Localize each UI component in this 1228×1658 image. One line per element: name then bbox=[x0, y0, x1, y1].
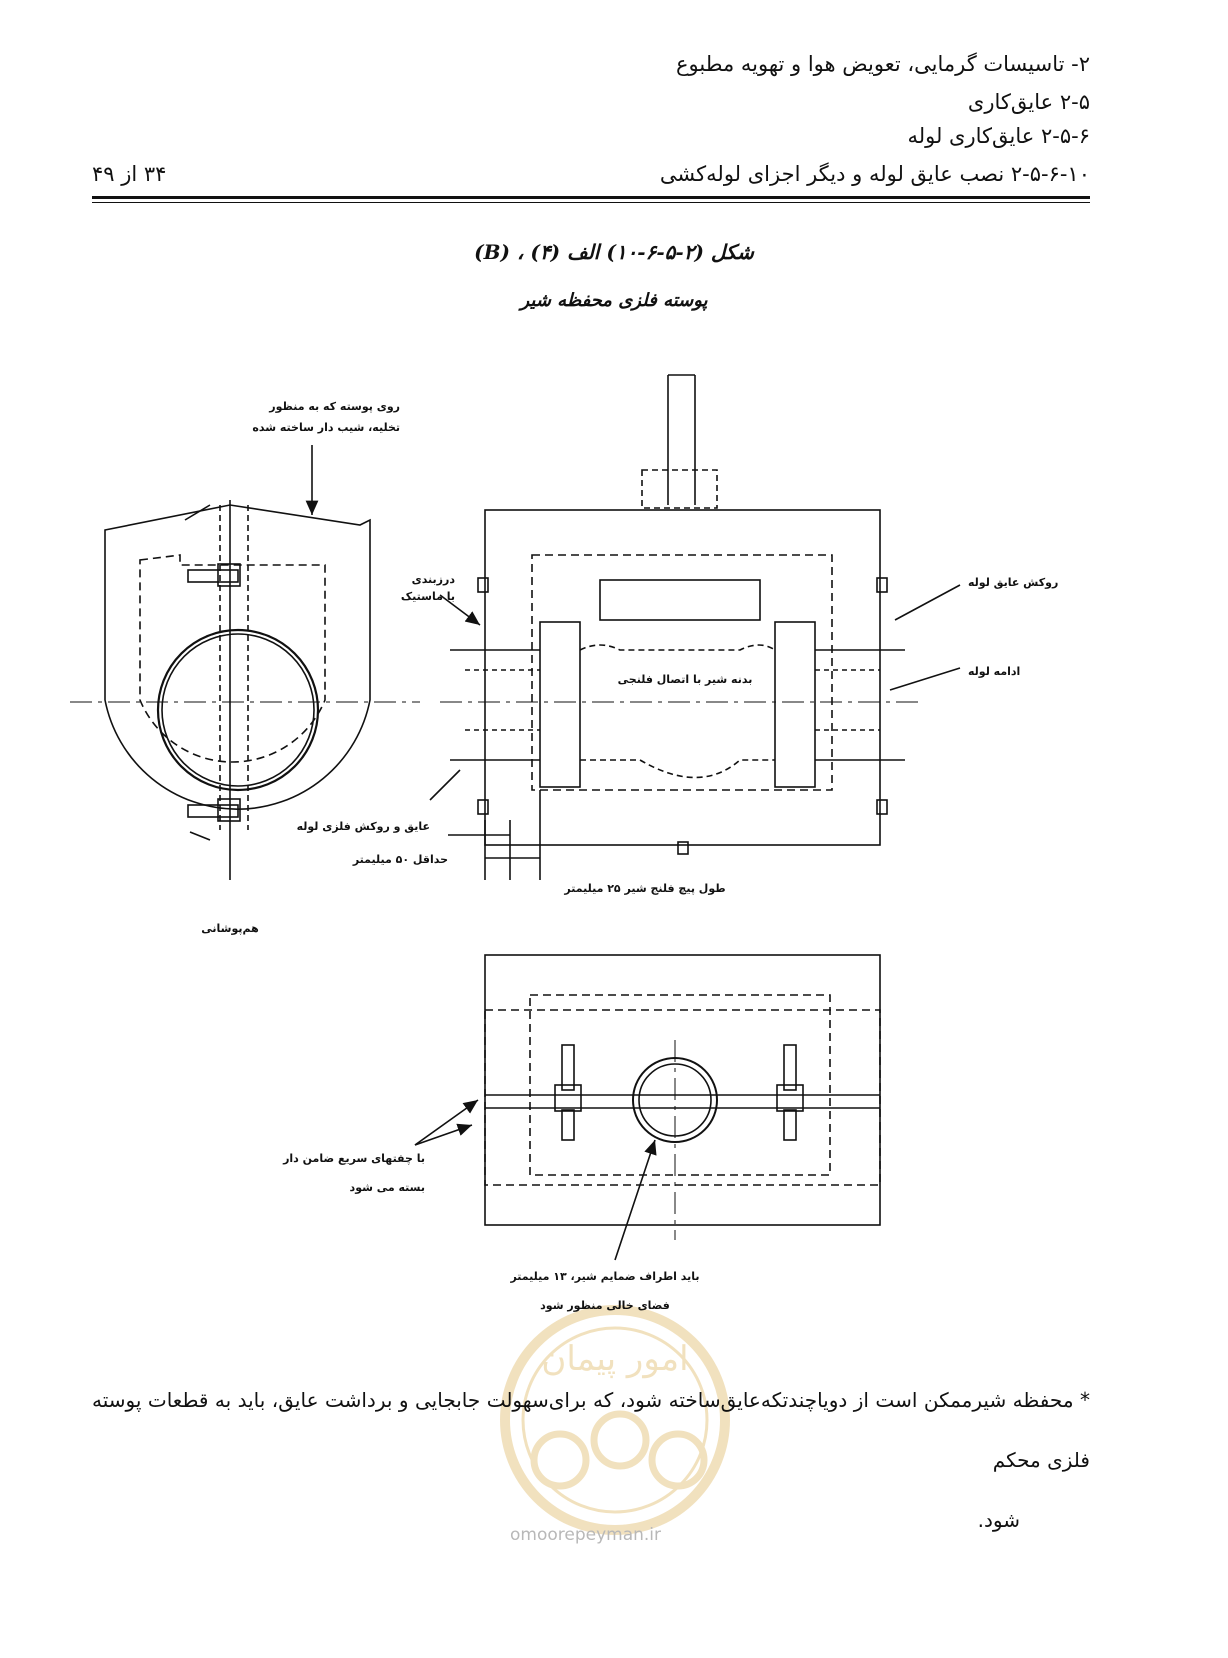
header-line-1: ۲- تاسیسات گرمایی، تعویض هوا و تهویه مطب… bbox=[676, 52, 1090, 76]
label-bolt-length: طول پیچ فلنج شیر ۲۵ میلیمتر bbox=[564, 882, 726, 895]
header-line-2: ۲-۵ عایق‌کاری bbox=[967, 90, 1090, 114]
footnote: * محفظه شیرممکن است از دویاچندتکه‌عایق‌س… bbox=[92, 1370, 1090, 1550]
label-valve-body: بدنه شیر با اتصال فلنجی bbox=[617, 673, 753, 686]
label-pipe-continuation: ادامه لوله bbox=[968, 665, 1021, 678]
header-line-4: ۲-۵-۶-۱۰ نصب عایق لوله و دیگر اجزای لوله… bbox=[659, 162, 1090, 186]
figure-title: پوسته فلزی محفظه شیر bbox=[520, 290, 708, 311]
watermark-url: omoorepeyman.ir bbox=[510, 1525, 662, 1545]
label-clearance-line-2: فضای خالی منظور شود bbox=[540, 1299, 670, 1312]
label-seal-line-1: درزبندی bbox=[411, 573, 455, 586]
footnote-line-2: شود. bbox=[977, 1508, 1020, 1532]
label-jacket: روکش عایق لوله bbox=[968, 576, 1059, 589]
header-rule-thin bbox=[92, 202, 1090, 203]
footnote-line-1: * محفظه شیرممکن است از دویاچندتکه‌عایق‌س… bbox=[92, 1388, 1090, 1472]
front-view bbox=[429, 374, 961, 880]
header-line-3: ۲-۵-۶ عایق‌کاری لوله bbox=[907, 124, 1090, 148]
label-insulation-jacket: عایق و روکش فلزی لوله bbox=[296, 820, 430, 833]
label-seal: درزبندی با ماستیک bbox=[385, 573, 455, 603]
label-min-50mm: حداقل ۵۰ میلیمتر bbox=[352, 853, 448, 866]
top-view bbox=[414, 954, 881, 1261]
label-clips-line-2: بسته می شود bbox=[349, 1181, 425, 1194]
page-number: ۳۴ از ۴۹ bbox=[92, 162, 167, 186]
label-seal-line-2: با ماستیک bbox=[400, 590, 455, 603]
side-view bbox=[70, 445, 420, 880]
header-rule-thick bbox=[92, 196, 1090, 199]
label-overlap: هم‌پوشانی bbox=[201, 922, 259, 935]
label-roof-line-2: تخلیه، شیب دار ساخته شده bbox=[252, 421, 400, 434]
label-clips: با چفتهای سریع ضامن دار بسته می شود bbox=[255, 1152, 425, 1194]
watermark-logo-text: امور پیمان bbox=[541, 1339, 688, 1379]
label-roof-line-1: روی پوسته که به منظور bbox=[269, 400, 400, 413]
label-clips-line-1: با چفتهای سریع ضامن دار bbox=[283, 1152, 425, 1165]
label-roof: روی پوسته که به منظور تخلیه، شیب دار ساخ… bbox=[200, 400, 400, 434]
label-clearance-line-1: باید اطراف ضمایم شیر، ۱۳ میلیمتر bbox=[510, 1270, 700, 1283]
label-clearance: باید اطراف ضمایم شیر، ۱۳ میلیمتر فضای خا… bbox=[480, 1270, 730, 1312]
watermark-logo: امور پیمان bbox=[500, 1305, 730, 1535]
figure-caption: شکل (۲-۵-۶-۱۰) الف (۴) ، (B) bbox=[474, 240, 754, 264]
